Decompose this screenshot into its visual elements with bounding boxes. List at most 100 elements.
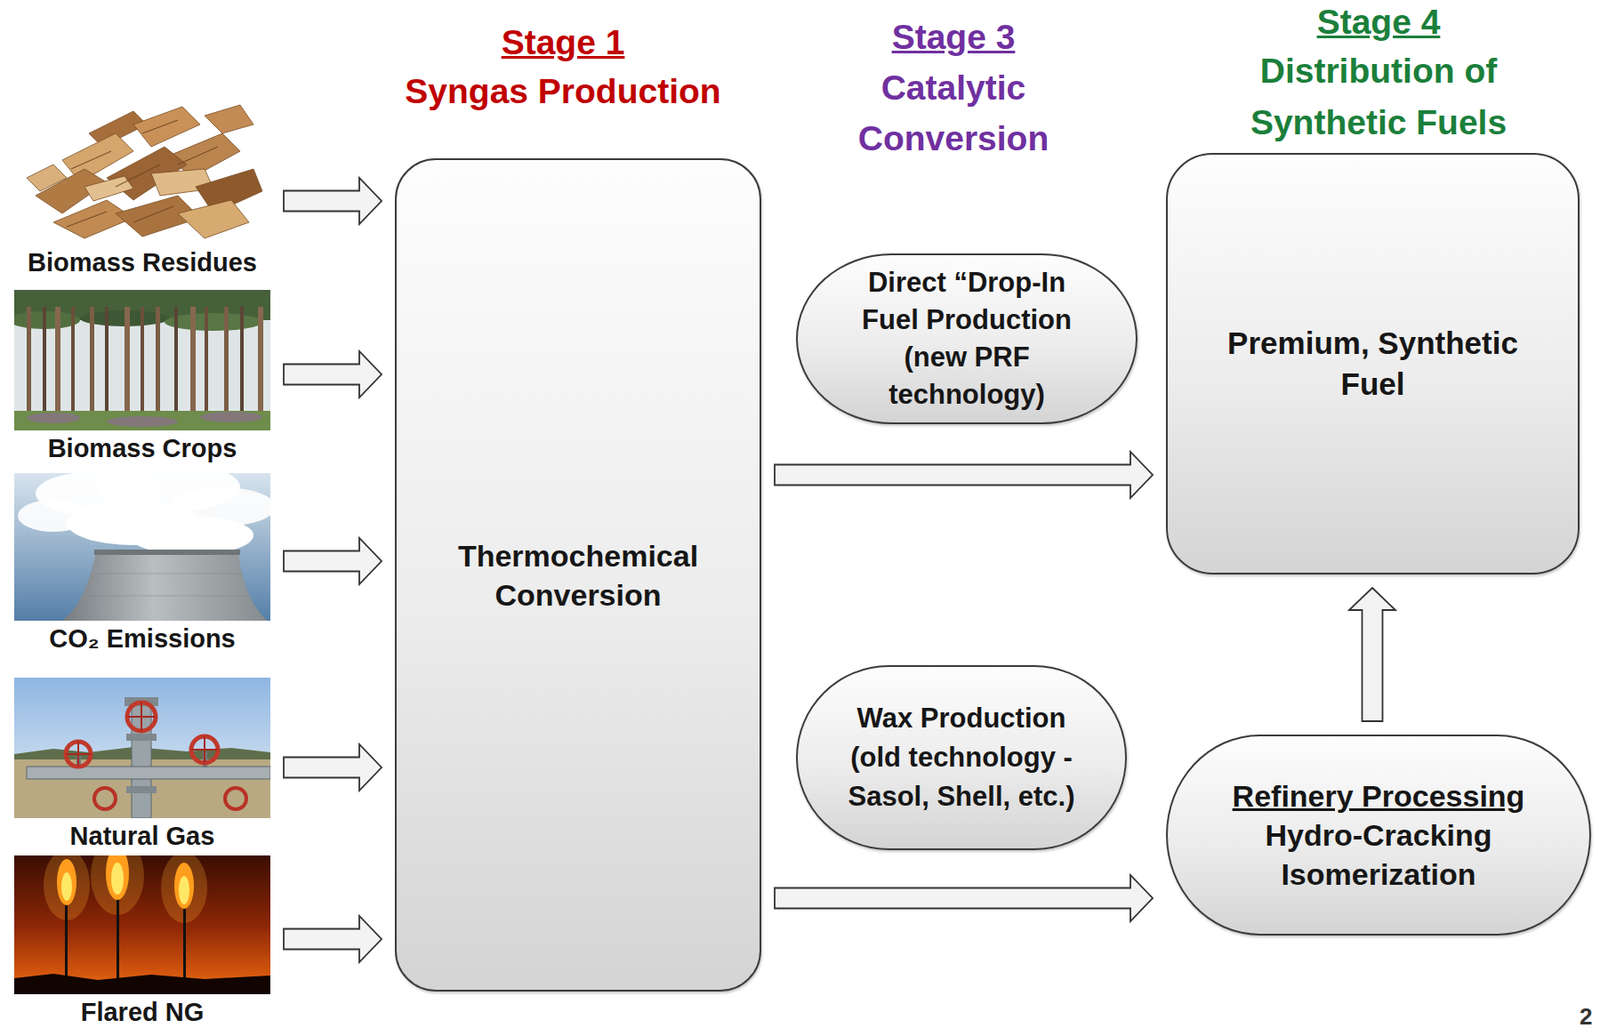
picture-part bbox=[53, 200, 134, 239]
picture-part bbox=[124, 306, 130, 416]
text-wrap: Natural Gas bbox=[14, 821, 271, 851]
picture-part bbox=[177, 200, 250, 239]
picture-part bbox=[14, 311, 81, 330]
picture-part bbox=[190, 306, 196, 416]
picture-part bbox=[66, 120, 218, 227]
process-ellipse: Direct “Drop-In Fuel Production (new PRF… bbox=[795, 253, 1138, 425]
stage-heading: Stage 1 bbox=[340, 17, 786, 68]
block-arrow bbox=[1349, 587, 1396, 722]
product-box: Premium, Synthetic Fuel bbox=[1165, 152, 1580, 575]
block-arrow bbox=[283, 351, 382, 398]
picture-part bbox=[64, 900, 68, 981]
picture-part bbox=[178, 876, 190, 905]
picture-space bbox=[14, 855, 271, 995]
text-wrap: Flared NG bbox=[14, 997, 271, 1027]
picture-part bbox=[104, 306, 109, 416]
wood-chips-picture bbox=[14, 96, 271, 245]
picture-part bbox=[126, 733, 157, 741]
node-text: Direct “Drop-In Fuel Production (new PRF… bbox=[846, 264, 1087, 414]
stage-heading: Stage 3 bbox=[811, 12, 1096, 63]
picture-part bbox=[14, 96, 271, 245]
picture-part bbox=[26, 412, 81, 424]
picture-caption: Biomass Residues bbox=[14, 248, 271, 277]
picture-part bbox=[200, 411, 263, 423]
block-arrow bbox=[283, 538, 382, 585]
picture-part bbox=[225, 787, 247, 810]
picture-part bbox=[26, 766, 271, 780]
cooling-tower-picture bbox=[14, 473, 271, 621]
picture-space bbox=[14, 473, 271, 621]
picture-part bbox=[224, 306, 229, 416]
picture-caption: CO₂ Emissions bbox=[14, 624, 271, 653]
stage-title: Syngas Production bbox=[340, 66, 786, 117]
page-number: 2 bbox=[1579, 1003, 1598, 1030]
feedstock-picture: Biomass Crops bbox=[14, 289, 271, 463]
picture-part bbox=[174, 306, 178, 416]
picture-part bbox=[204, 104, 254, 134]
picture-part bbox=[55, 306, 61, 416]
text-wrap: Biomass Residues bbox=[14, 248, 271, 277]
picture-part bbox=[106, 416, 178, 427]
picture-part bbox=[126, 786, 157, 794]
node-text: Thermochemical Conversion bbox=[431, 536, 725, 615]
picture-part bbox=[257, 306, 264, 416]
picture-space bbox=[14, 677, 271, 819]
feedstock-picture: Natural Gas bbox=[14, 677, 271, 851]
picture-part bbox=[105, 855, 129, 901]
stage-title: Catalytic Conversion bbox=[811, 62, 1096, 164]
picture-caption: Natural Gas bbox=[14, 821, 271, 851]
picture-part bbox=[26, 306, 32, 416]
picture-part bbox=[240, 306, 244, 416]
process-box: Thermochemical Conversion bbox=[394, 158, 762, 992]
block-arrow bbox=[774, 875, 1153, 922]
text-wrap: Wax Production (old technology - Sasol, … bbox=[841, 699, 1082, 817]
picture-part bbox=[116, 894, 120, 981]
text-wrap: Premium, Synthetic Fuel bbox=[1217, 322, 1529, 405]
picture-part bbox=[94, 549, 241, 555]
feedstock-picture: Biomass Residues bbox=[14, 96, 271, 277]
forest-picture bbox=[14, 289, 271, 431]
picture-part bbox=[65, 702, 218, 767]
picture-part bbox=[56, 859, 77, 906]
picture-part bbox=[140, 306, 145, 416]
picture-part bbox=[174, 862, 194, 909]
picture-space bbox=[14, 289, 271, 431]
picture-part bbox=[183, 904, 186, 981]
picture-part bbox=[62, 553, 267, 621]
picture-part bbox=[133, 106, 201, 147]
block-arrow bbox=[283, 177, 382, 225]
picture-part bbox=[111, 862, 124, 895]
picture-part bbox=[164, 313, 263, 331]
picture-part bbox=[14, 677, 271, 819]
stage-heading: Stage 4 bbox=[1209, 0, 1548, 45]
block-arrow bbox=[283, 744, 382, 791]
picture-part bbox=[89, 306, 95, 416]
picture-part bbox=[61, 872, 73, 901]
picture-part bbox=[128, 515, 254, 555]
text-wrap: Thermochemical Conversion bbox=[431, 536, 725, 615]
process-ellipse: Wax Production (old technology - Sasol, … bbox=[795, 665, 1127, 851]
picture-part bbox=[71, 306, 75, 416]
feedstock-picture: Flared NG bbox=[14, 855, 271, 1027]
refinery-box: Refinery ProcessingHydro-Cracking Isomer… bbox=[1165, 734, 1592, 936]
block-arrow bbox=[283, 916, 382, 963]
picture-caption: Flared NG bbox=[14, 997, 271, 1027]
text-wrap: CO₂ Emissions bbox=[14, 624, 271, 653]
text-wrap: Biomass Crops bbox=[14, 434, 271, 463]
picture-space bbox=[14, 96, 271, 245]
gas-wellhead-picture bbox=[14, 677, 271, 819]
picture-part bbox=[87, 573, 248, 596]
text-wrap: Refinery ProcessingHydro-Cracking Isomer… bbox=[1222, 776, 1535, 894]
node-text: Wax Production (old technology - Sasol, … bbox=[841, 699, 1082, 817]
picture-part bbox=[204, 306, 209, 416]
picture-part bbox=[84, 176, 134, 202]
picture-part bbox=[94, 787, 116, 810]
gas-flare-picture bbox=[14, 855, 271, 995]
picture-caption: Biomass Crops bbox=[14, 434, 271, 463]
picture-part bbox=[14, 973, 271, 995]
node-text: Premium, Synthetic Fuel bbox=[1217, 322, 1529, 405]
node-subtext: Hydro-Cracking Isomerization bbox=[1222, 815, 1535, 894]
text-wrap: Direct “Drop-In Fuel Production (new PRF… bbox=[846, 264, 1087, 414]
stage-title: Distribution of Synthetic Fuels bbox=[1209, 45, 1548, 149]
